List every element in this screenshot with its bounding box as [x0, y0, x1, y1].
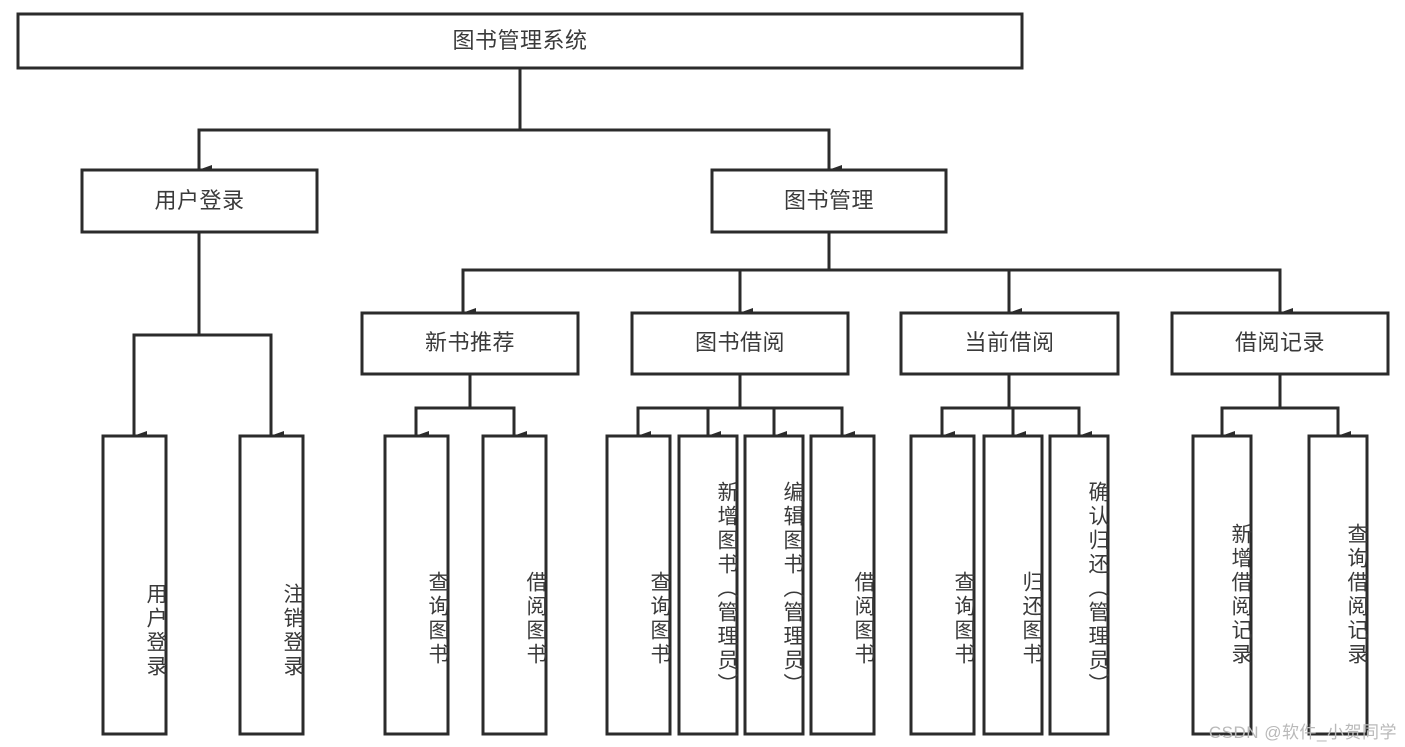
node-box-leaf-query-book-recommend[interactable]	[383, 434, 450, 736]
connector-group-book-borrow	[636, 374, 855, 441]
node-box-borrow-records[interactable]	[1170, 311, 1390, 376]
connector-group-book-management	[461, 232, 1293, 318]
node-box-user-login[interactable]	[80, 168, 319, 234]
node-box-current-borrow[interactable]	[899, 311, 1120, 376]
connector-group-root	[197, 68, 842, 175]
node-box-book-borrow[interactable]	[630, 311, 850, 376]
node-box-leaf-return-book[interactable]	[982, 434, 1044, 736]
node-box-leaf-user-login[interactable]	[101, 434, 168, 736]
node-box-leaf-confirm-return-admin[interactable]	[1048, 434, 1110, 736]
node-box-leaf-add-borrow-record[interactable]	[1191, 434, 1253, 736]
connector-group-borrow-records	[1220, 374, 1351, 441]
node-box-leaf-add-book-admin[interactable]	[677, 434, 739, 736]
node-box-leaf-query-book-current[interactable]	[909, 434, 976, 736]
node-box-book-management[interactable]	[710, 168, 948, 234]
node-box-leaf-borrow-book-recommend[interactable]	[481, 434, 548, 736]
node-box-root[interactable]	[16, 12, 1024, 70]
csdn-watermark: CSDN @软件_小贺同学	[1208, 723, 1397, 742]
node-box-leaf-query-borrow-record[interactable]	[1307, 434, 1369, 736]
node-box-leaf-logout-login[interactable]	[238, 434, 305, 736]
node-box-leaf-borrow-book[interactable]	[809, 434, 876, 736]
node-box-new-book-recommend[interactable]	[360, 311, 580, 376]
connector-group-new-book-recommend	[414, 374, 527, 441]
connector-group-current-borrow	[940, 374, 1092, 441]
node-box-leaf-query-book-borrow[interactable]	[605, 434, 672, 736]
connector-group-user-login	[132, 232, 284, 441]
node-box-leaf-edit-book-admin[interactable]	[743, 434, 805, 736]
